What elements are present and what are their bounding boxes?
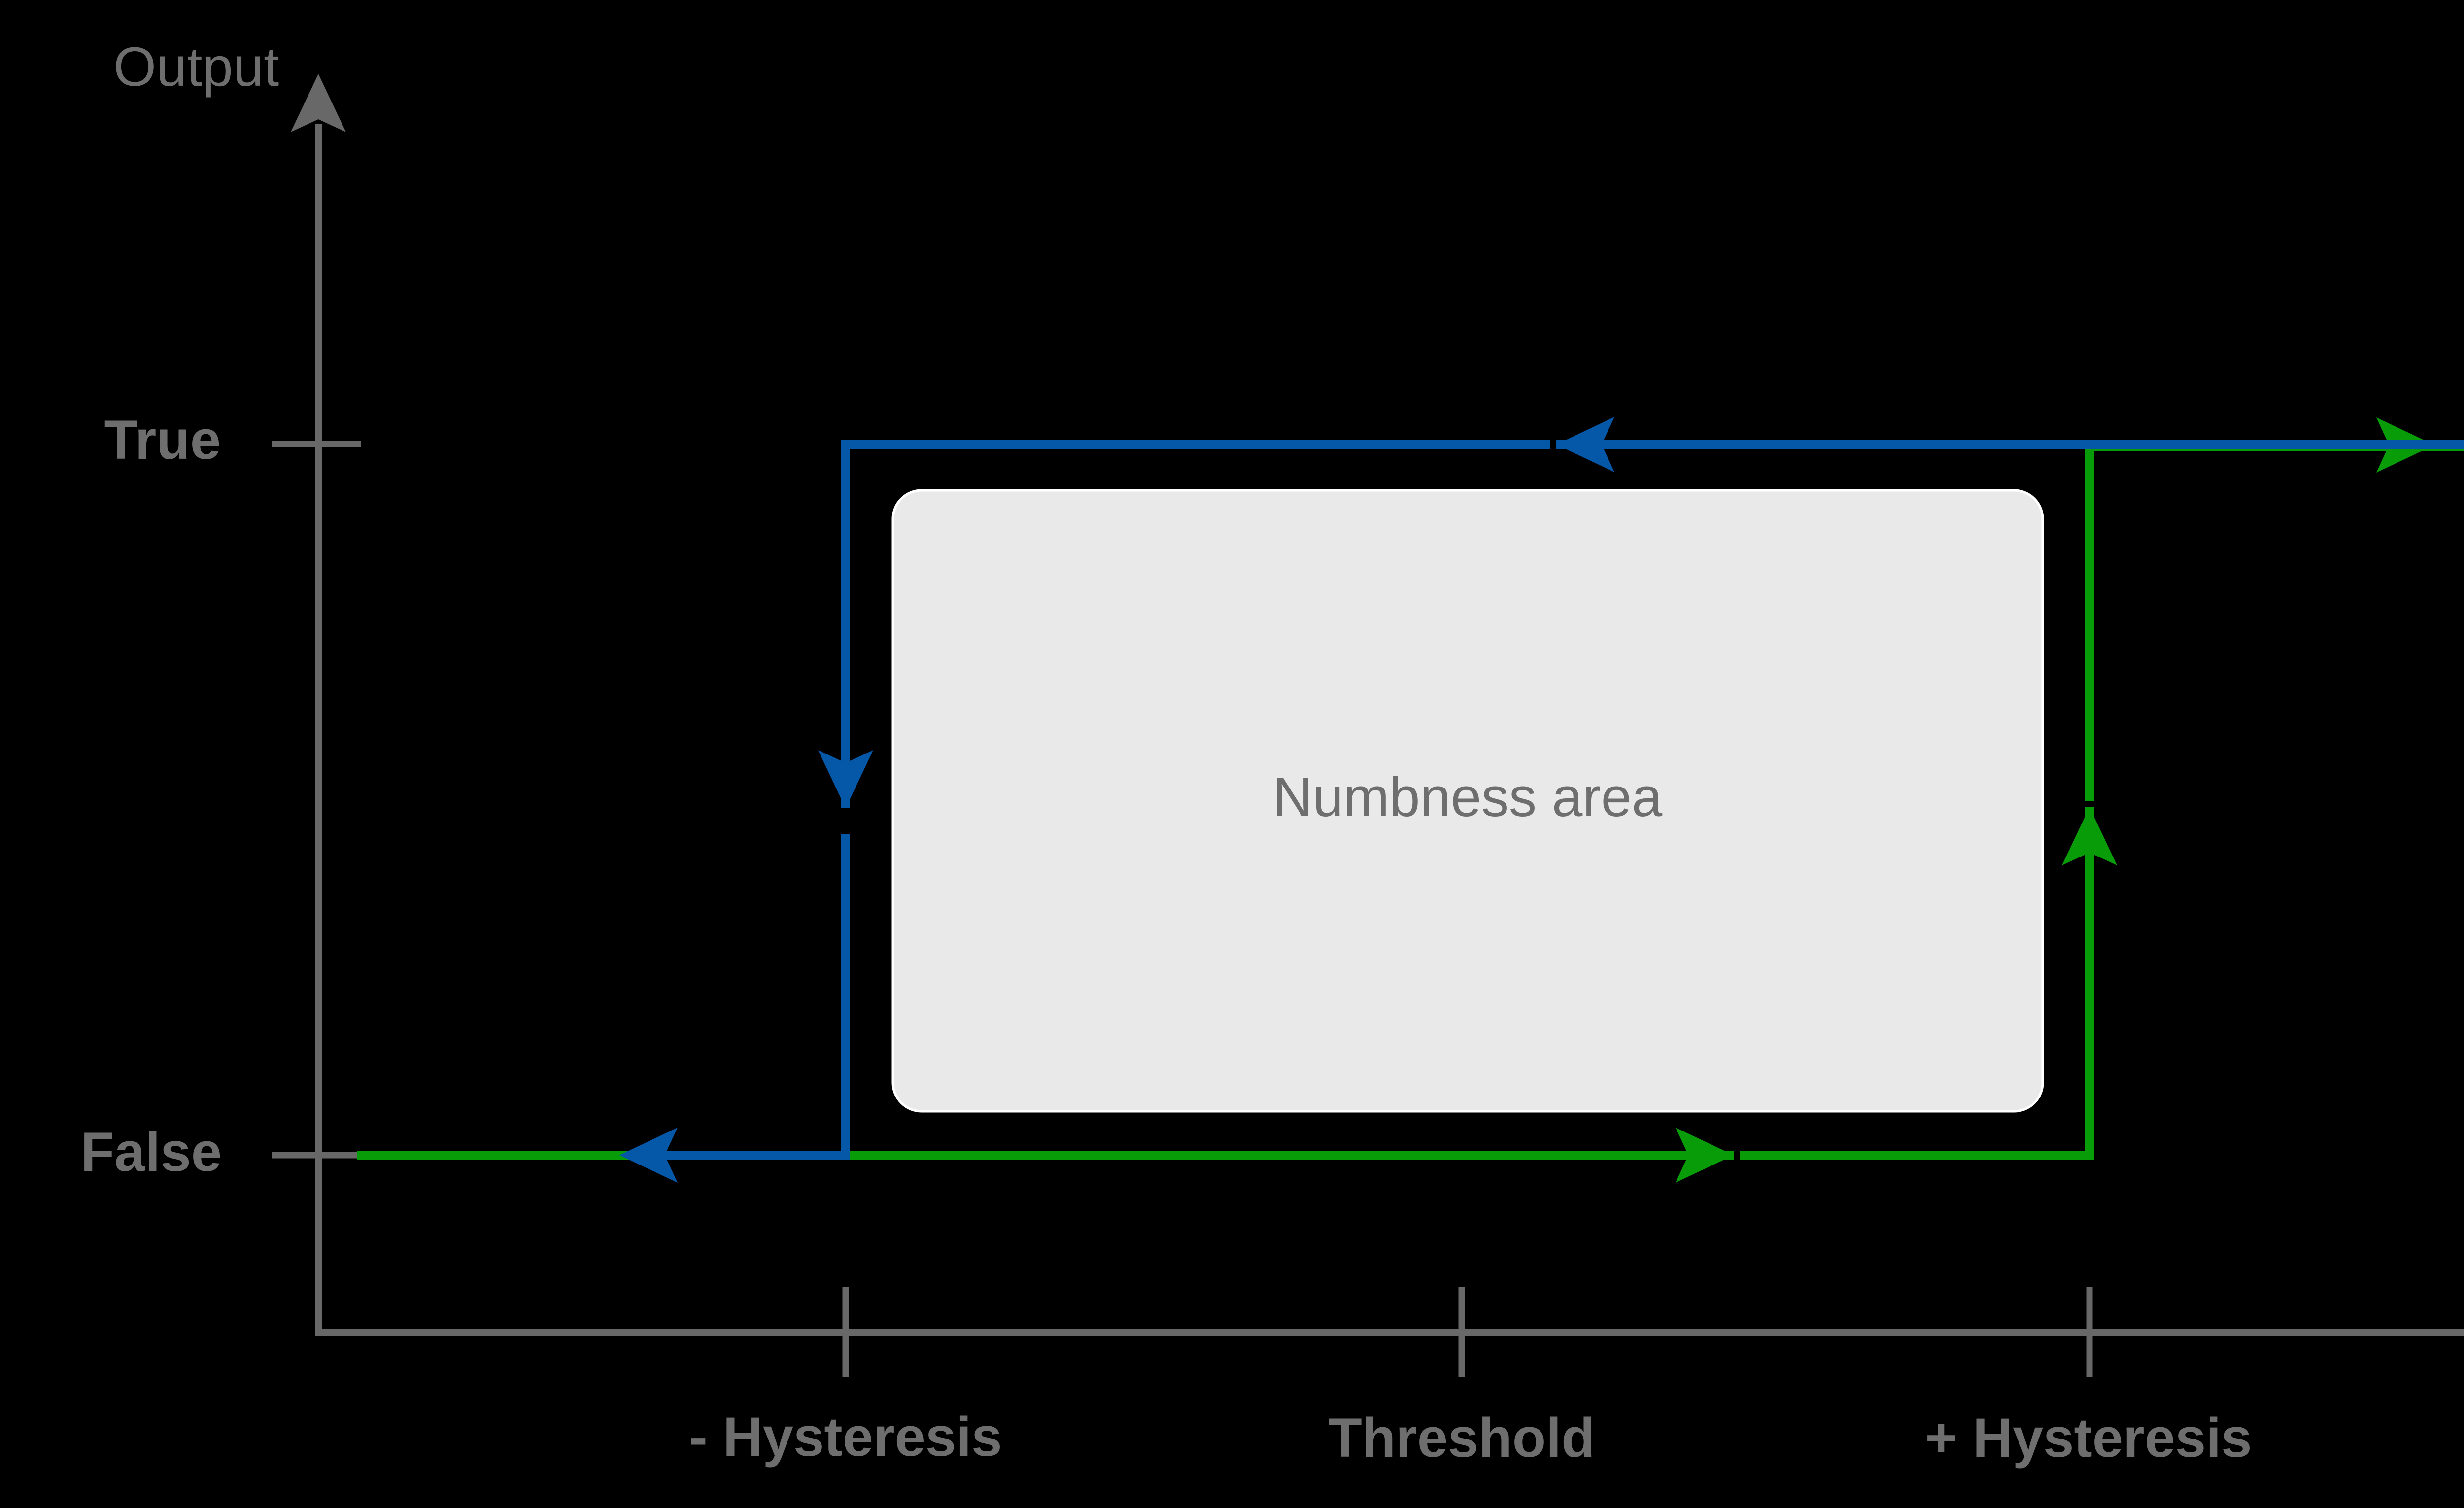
numbness-area-label: Numbness area [1273,766,1663,828]
y-tick-label-false: False [81,1121,222,1183]
blue-left-arrow-icon [1556,417,1614,472]
x-tick-label-threshold: Threshold [1328,1407,1595,1469]
green-right-arrow-icon [1676,1128,1734,1183]
axes [272,74,2464,1377]
y-axis-title: Output [113,36,279,98]
blue-down-arrow-icon [818,750,873,808]
numbness-area-box [891,489,2044,1113]
labels: Output Input True False - Hysteresis Thr… [81,36,2252,1469]
x-tick-label-plus-hysteresis: + Hysteresis [1925,1407,2252,1469]
blue-left-end-arrow-icon [619,1128,678,1183]
rising-path [357,417,2464,1183]
y-axis-arrow-icon [291,74,346,132]
falling-path [619,417,2464,1183]
x-tick-label-minus-hysteresis: - Hysteresis [689,1406,1002,1468]
y-tick-label-true: True [104,409,221,471]
green-up-arrow-icon [2062,807,2117,865]
